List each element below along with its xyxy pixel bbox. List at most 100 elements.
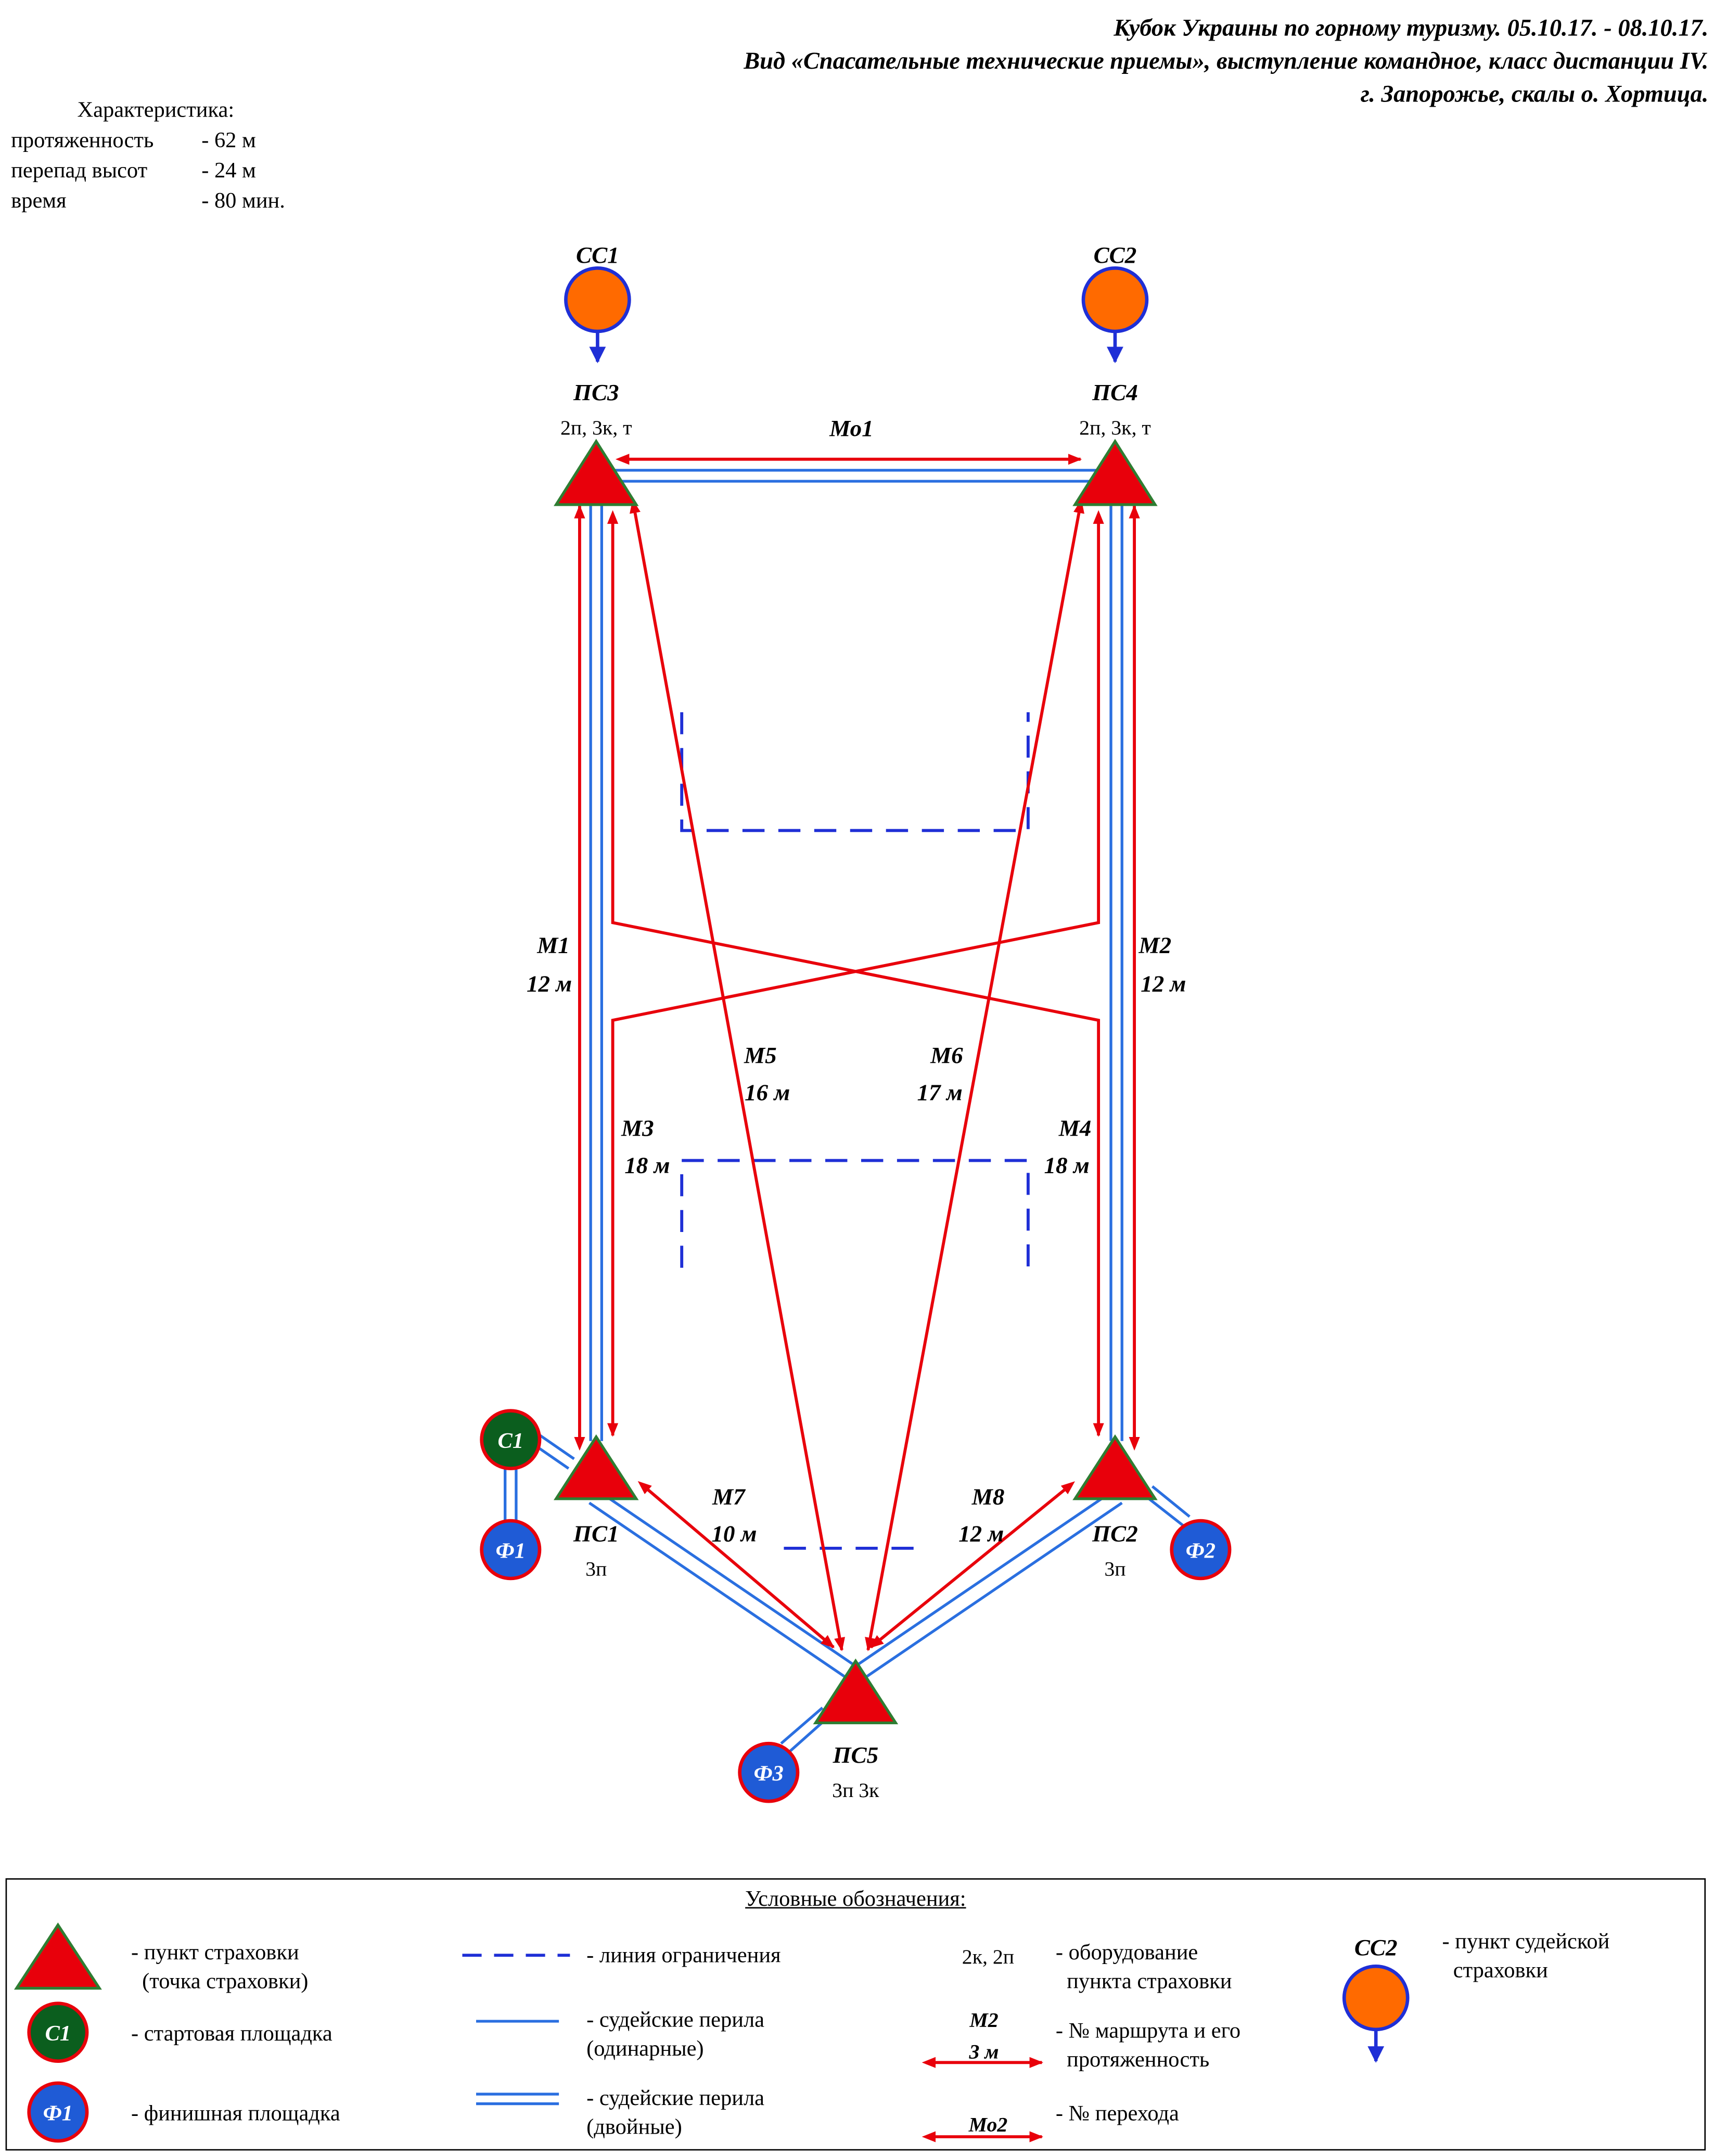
header-line-3: г. Запорожье, скалы о. Хортица. xyxy=(1360,80,1709,108)
legend-rope-double-text: - судейские перила (двойные) xyxy=(586,2087,764,2140)
belay-point-label: ПС3 xyxy=(573,379,619,405)
double-rope-right xyxy=(1109,497,1123,1441)
legend: Условные обозначения: С1 Ф1 2к, xyxy=(5,1878,1706,2151)
route-length: 12 м xyxy=(1141,971,1186,997)
double-rope-left xyxy=(589,497,603,1441)
legend-judge-text: - пункт судейской страховки xyxy=(1442,1930,1610,1983)
route-m4-arrow xyxy=(607,510,1104,1437)
area-label: Ф1 xyxy=(496,1538,526,1563)
belay-point-label: ПС1 xyxy=(573,1521,619,1547)
route-m7-arrow xyxy=(637,1481,835,1649)
legend-start-symbol xyxy=(27,2001,89,2063)
route-m8-arrow xyxy=(869,1481,1075,1649)
route-length: 17 м xyxy=(917,1079,963,1105)
legend-route-label: М2 xyxy=(969,2009,998,2032)
route-length: 18 м xyxy=(624,1152,670,1178)
judge-point-label: СС2 xyxy=(1094,242,1137,268)
legend-route-length: 3 м xyxy=(968,2040,999,2063)
route-length: 10 м xyxy=(711,1521,757,1547)
double-rope-ps2-ps5 xyxy=(856,1489,1123,1679)
belay-point-label: ПС2 xyxy=(1092,1521,1138,1547)
area-label: С1 xyxy=(498,1429,524,1453)
route-length: 16 м xyxy=(745,1079,790,1105)
belay-point-label: ПС4 xyxy=(1092,379,1138,405)
belay-point-equipment: 2п, 3к, т xyxy=(1079,416,1151,439)
limit-line-middle xyxy=(680,1159,1030,1268)
characteristic-row: протяженность - 62 м xyxy=(11,126,285,157)
limit-lines xyxy=(680,712,1030,1550)
belay-point-equipment: 3п xyxy=(1104,1558,1125,1581)
double-rope-ps2-f2 xyxy=(1144,1485,1191,1528)
characteristic-key: протяженность xyxy=(11,129,154,153)
legend-route-text: - № маршрута и его протяженность xyxy=(1055,2020,1241,2072)
judge-point-label: СС1 xyxy=(576,242,619,268)
characteristic-value: - 24 м xyxy=(201,159,256,183)
area-label: Ф2 xyxy=(1186,1538,1216,1563)
belay-point-label: ПС5 xyxy=(833,1742,879,1768)
route-m3-arrow xyxy=(607,510,1104,1437)
characteristics-title: Характеристика: xyxy=(77,99,235,123)
legend-transition-label: Мо2 xyxy=(968,2113,1008,2136)
route-label: М1 xyxy=(536,932,570,958)
finish-area-f1: Ф1 xyxy=(480,1519,542,1581)
route-label: М5 xyxy=(744,1042,777,1068)
judge-ropes xyxy=(504,469,1191,1753)
belay-point-ps4: ПС4 2п, 3к, т xyxy=(1072,379,1158,506)
double-rope-c1-f1 xyxy=(504,1466,518,1521)
legend-equipment-example: 2к, 2п xyxy=(962,1945,1014,1968)
characteristic-key: перепад высот xyxy=(11,159,148,183)
legend-judge-label: СС2 xyxy=(1354,1934,1398,1960)
header-line-2: Вид «Спасательные технические приемы», в… xyxy=(744,46,1709,74)
routes xyxy=(574,454,1140,1652)
legend-title: Условные обозначения: xyxy=(745,1888,966,1911)
double-rope-top xyxy=(612,469,1099,483)
legend-rope-single-text: - судейские перила (одинарные) xyxy=(586,2009,764,2061)
route-m5-arrow xyxy=(630,499,846,1652)
characteristic-key: время xyxy=(11,189,67,213)
area-label: Ф3 xyxy=(754,1762,784,1786)
legend-rope-double xyxy=(476,2093,559,2106)
start-area-c1: С1 xyxy=(480,1409,542,1470)
legend-judge-symbol xyxy=(1342,1964,1410,2032)
belay-point-equipment: 3п xyxy=(585,1558,607,1581)
route-label: М3 xyxy=(621,1115,654,1141)
header-line-1: Кубок Украины по горному туризму. 05.10.… xyxy=(1114,14,1709,42)
finish-area-f2: Ф2 xyxy=(1170,1519,1232,1581)
route-m6-arrow xyxy=(865,499,1084,1652)
legend-equipment-text: - оборудование пункта страховки xyxy=(1055,1941,1232,1994)
characteristic-row: время - 80 мин. xyxy=(11,187,285,217)
belay-point-ps2: ПС2 3п xyxy=(1072,1434,1158,1581)
legend-symbols: С1 Ф1 2к, 2п М2 3 м Мо2 СС2 xyxy=(14,1922,1410,2143)
characteristic-value: - 80 мин. xyxy=(201,189,285,213)
legend-belay-symbol xyxy=(14,1922,102,1990)
characteristic-row: перепад высот - 24 м xyxy=(11,157,285,187)
characteristic-value: - 62 м xyxy=(201,129,256,153)
limit-line-top xyxy=(680,712,1030,832)
belay-point-ps1: ПС1 3п xyxy=(553,1434,639,1581)
double-rope-ps1-ps5 xyxy=(588,1489,855,1679)
route-label: М4 xyxy=(1058,1115,1092,1141)
route-label: М7 xyxy=(712,1483,746,1509)
legend-finish-symbol xyxy=(27,2081,89,2143)
belay-point-ps5: ПС5 3п 3к xyxy=(813,1658,899,1802)
legend-belay-text: - пункт страховки (точка страховки) xyxy=(131,1941,309,1994)
legend-transition-text: - № перехода xyxy=(1055,2102,1179,2126)
route-label: М6 xyxy=(930,1042,963,1068)
legend-limit-text: - линия ограничения xyxy=(586,1944,781,1968)
route-length: 12 м xyxy=(527,971,572,997)
finish-area-f3: Ф3 xyxy=(738,1741,800,1803)
page-header: Кубок Украины по горному туризму. 05.10.… xyxy=(466,11,1708,110)
route-label: М2 xyxy=(1139,932,1172,958)
route-length: 18 м xyxy=(1044,1152,1090,1178)
judge-point-cc2: СС2 xyxy=(1081,242,1149,364)
belay-point-equipment: 2п, 3к, т xyxy=(560,416,632,439)
legend-finish-label: Ф1 xyxy=(43,2101,73,2125)
characteristics-block: Характеристика: протяженность - 62 м пер… xyxy=(11,96,285,217)
judge-point-cc1: СС1 xyxy=(564,242,631,364)
legend-start-text: - стартовая площадка xyxy=(131,2022,332,2046)
route-label: М8 xyxy=(971,1483,1005,1509)
route-label: Мо1 xyxy=(829,415,874,441)
belay-point-ps3: ПС3 2п, 3к, т xyxy=(554,379,639,506)
